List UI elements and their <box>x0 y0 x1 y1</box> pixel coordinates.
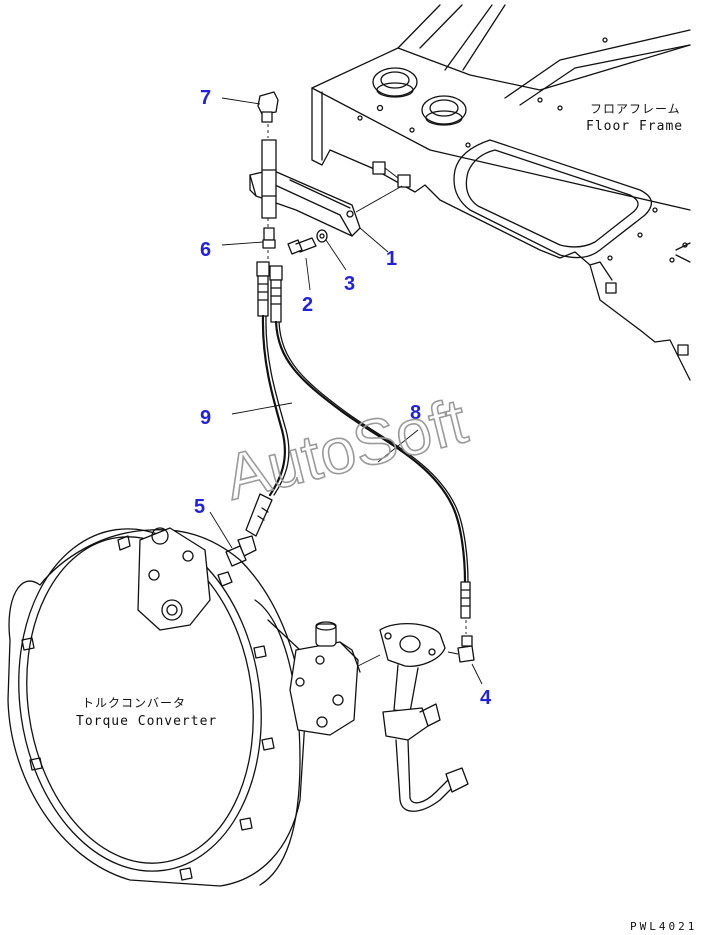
torque-converter <box>7 527 381 887</box>
torque-converter-label-jp: トルクコンバータ <box>82 696 186 710</box>
leader-part-1 <box>359 227 389 253</box>
fitting-part-7 <box>221 91 279 138</box>
watermark: AutoSoft <box>218 384 474 513</box>
hose-part-9 <box>231 314 293 497</box>
floor-frame <box>311 4 691 381</box>
hose-part-8 <box>274 320 471 619</box>
callout-7: 7 <box>200 87 211 109</box>
callout-3: 3 <box>344 273 355 295</box>
outlet-pipe <box>379 622 469 812</box>
floor-frame-label-jp: フロアフレーム <box>590 102 681 116</box>
washer-part-3 <box>316 229 347 271</box>
bracket <box>249 139 361 237</box>
bolt-part-2 <box>287 237 317 291</box>
torque-converter-label: Torque Converter <box>76 714 217 729</box>
figure-code: PWL4021 <box>630 920 697 933</box>
connector-part-6 <box>221 218 276 262</box>
elbow-part-4 <box>447 620 483 685</box>
callout-4: 4 <box>480 687 492 709</box>
hose-fitting-lower <box>237 493 273 557</box>
callout-6: 6 <box>200 239 211 261</box>
hose-end-fittings <box>256 261 283 323</box>
floor-frame-label: Floor Frame <box>586 119 683 134</box>
callout-8: 8 <box>410 402 421 424</box>
callout-9: 9 <box>200 407 211 429</box>
callout-5: 5 <box>194 496 205 518</box>
callout-2: 2 <box>302 294 313 316</box>
callout-1: 1 <box>386 248 397 270</box>
